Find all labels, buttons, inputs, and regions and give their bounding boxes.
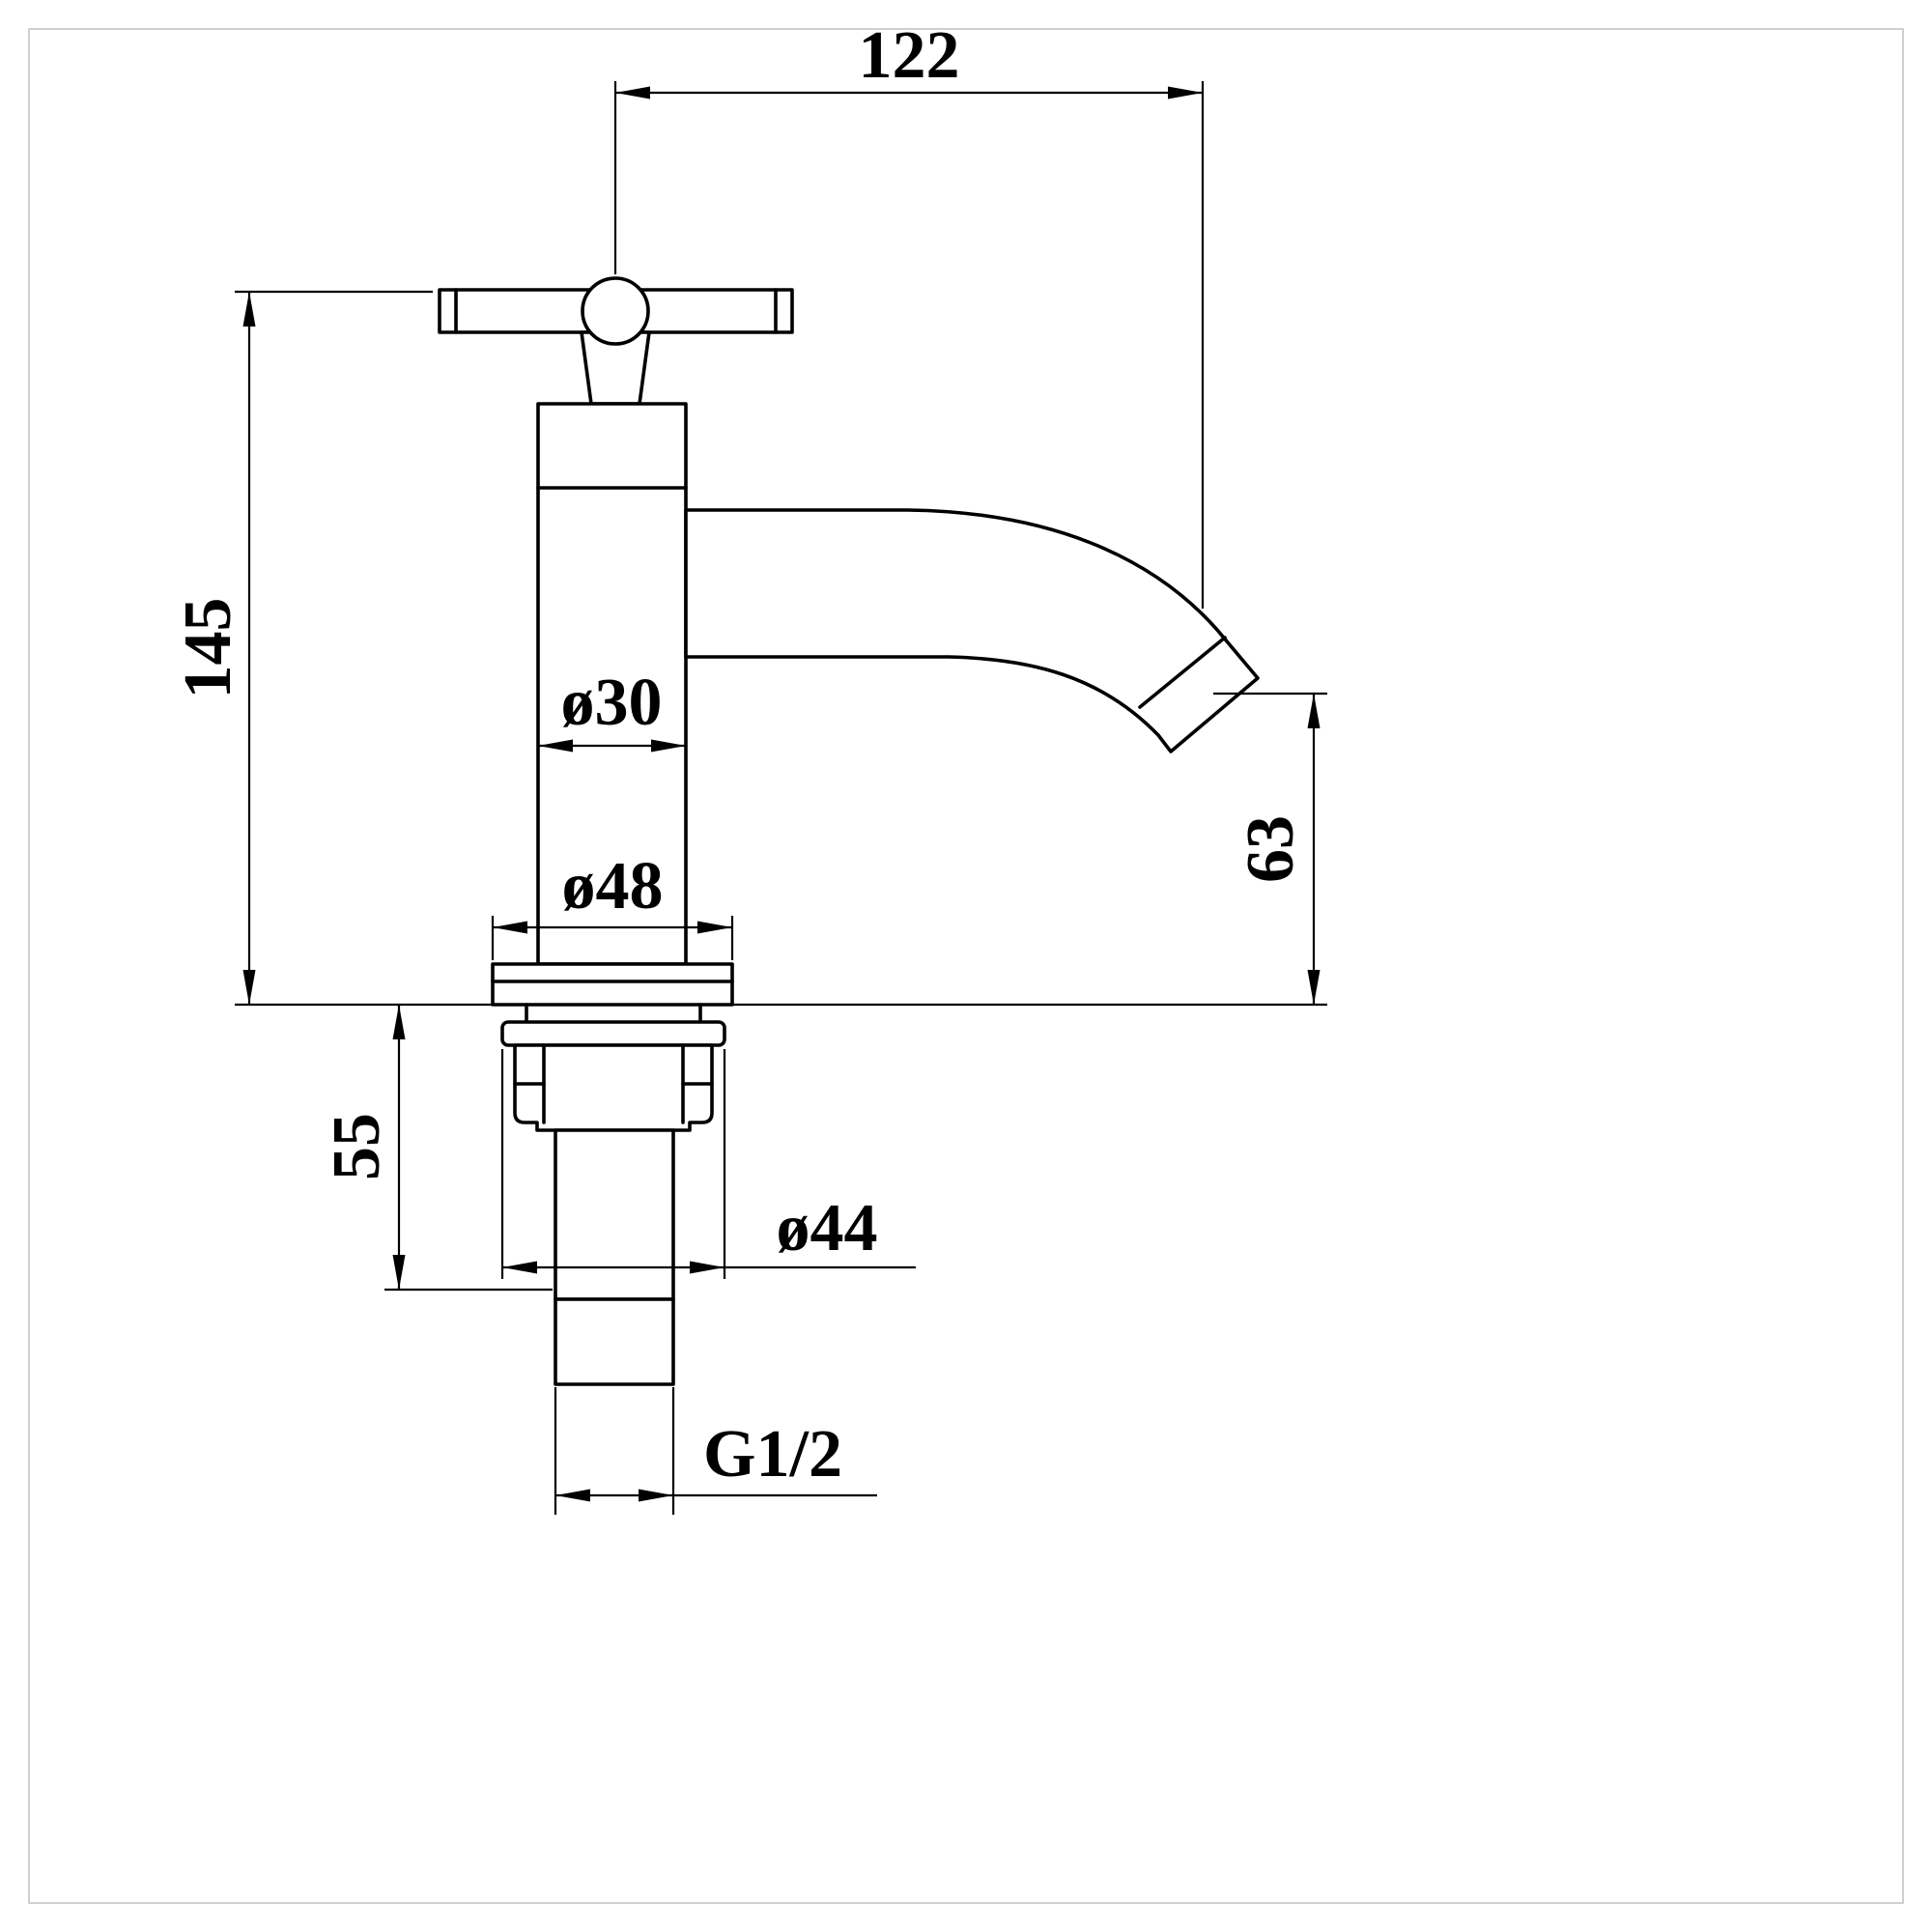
base-flange (491, 962, 734, 1007)
dimension-lines (235, 81, 1327, 1515)
faucet-body (536, 402, 688, 966)
mounting-washer (500, 1020, 726, 1047)
faucet-outline (438, 276, 1260, 1386)
faucet-spout (684, 508, 1260, 753)
dim-thread-size-label: G1/2 (703, 1417, 842, 1492)
dim-base-diameter-label: ø48 (562, 849, 664, 923)
dimension-labels: 122 145 ø30 ø48 63 55 ø44 G1/2 (171, 18, 1308, 1492)
handle-center-ball (581, 276, 650, 346)
dim-body-diameter-label: ø30 (561, 666, 663, 740)
mounting-nut (513, 1043, 714, 1132)
dim-shank-length-label: 55 (320, 1113, 394, 1180)
dim-handle-to-spout-width-label: 122 (859, 18, 960, 93)
faucet-handle (438, 276, 794, 406)
image-border-frame (28, 28, 1904, 1904)
dim-overall-height-label: 145 (171, 598, 245, 699)
dim-washer-diameter-label: ø44 (777, 1191, 878, 1265)
threaded-shank (554, 1128, 675, 1301)
spout-outlet-joint-line (1138, 636, 1227, 709)
shank-end (554, 1297, 675, 1386)
mounting-hardware (500, 1003, 726, 1386)
dim-spout-outlet-height-label: 63 (1234, 815, 1308, 883)
